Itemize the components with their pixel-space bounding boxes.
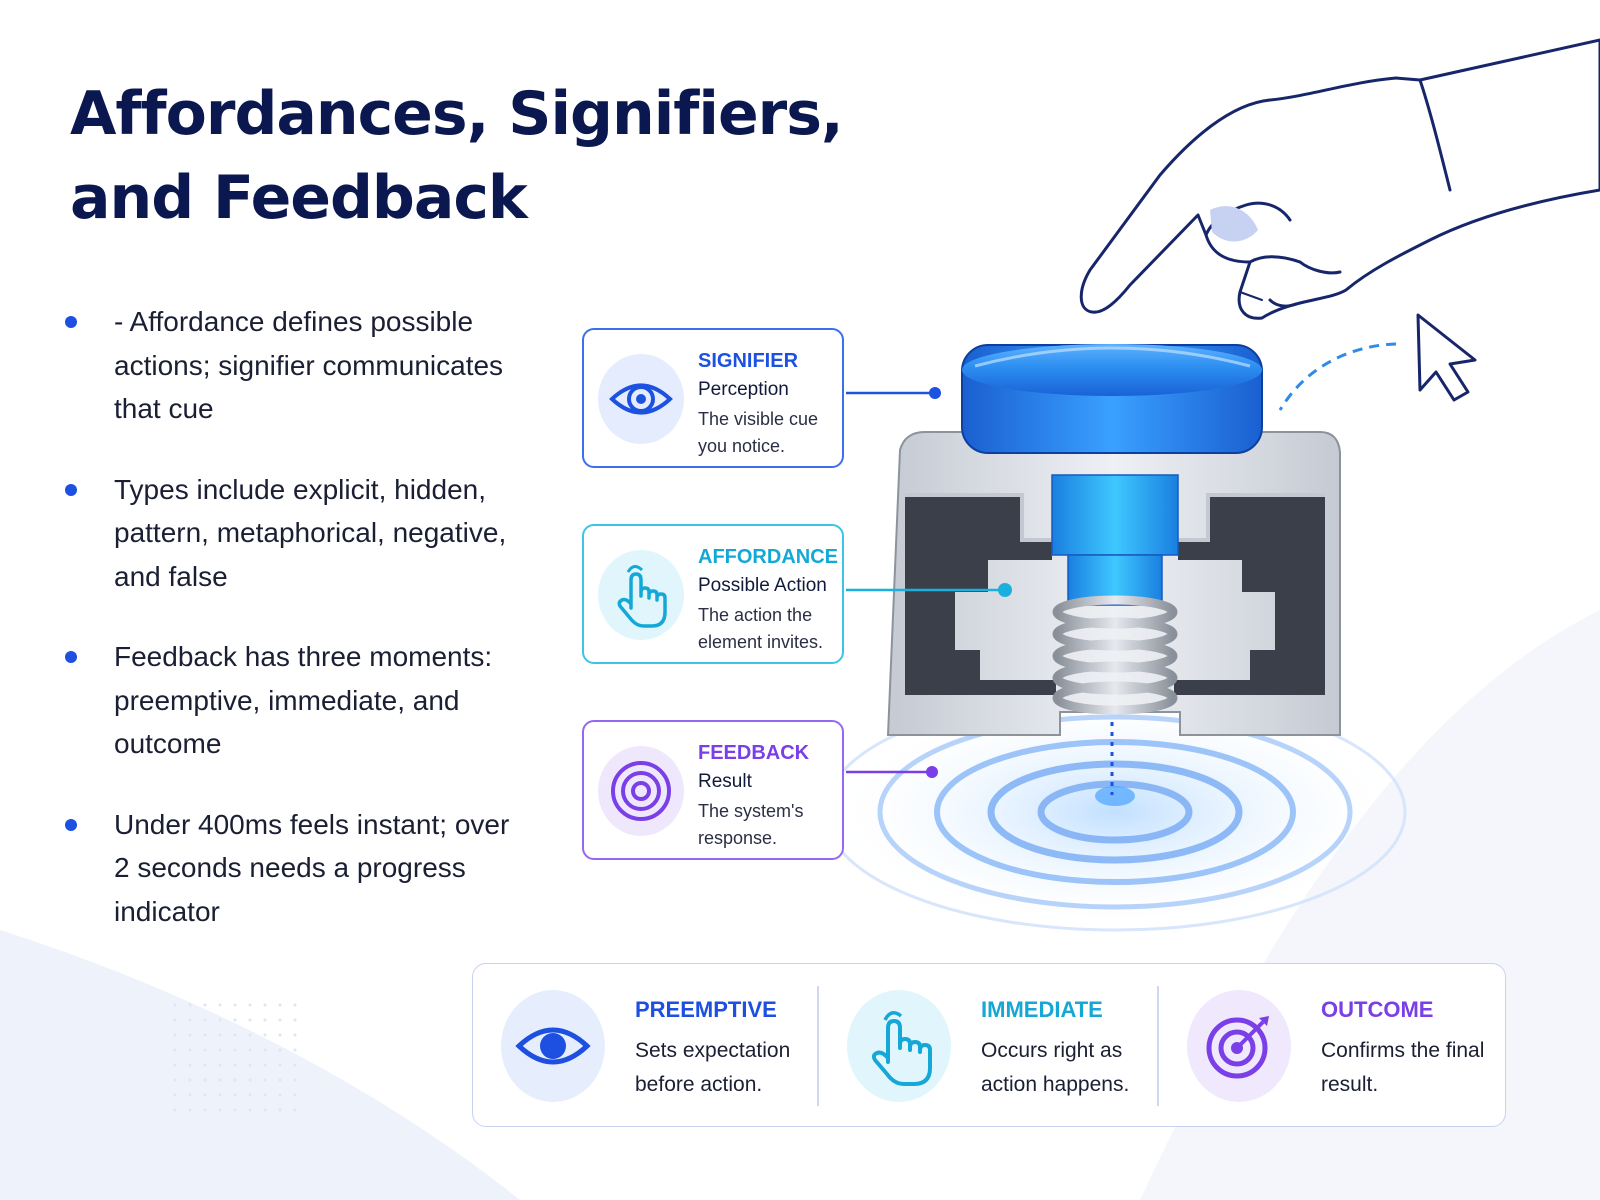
phase-divider — [817, 986, 819, 1106]
bullet-dot — [65, 483, 77, 496]
phase-description: Occurs right as action happens. — [981, 1039, 1130, 1096]
phase-description: Confirms the final result. — [1321, 1039, 1485, 1096]
bullet-text: Under 400ms feels instant; over 2 second… — [114, 808, 510, 927]
phase-description: Sets expectation before action. — [635, 1039, 791, 1096]
bullet-dot — [65, 316, 77, 328]
bullet-item: Feedback has three moments: preemptive, … — [62, 635, 532, 766]
hand-pointer — [1079, 38, 1600, 320]
signifier-description: The visible cue you notice. — [698, 409, 819, 456]
bullet-text: Types include explicit, hidden, pattern,… — [114, 473, 507, 592]
feedback-keyword: FEEDBACK — [698, 742, 810, 764]
bullet-item: Types include explicit, hidden, pattern,… — [62, 468, 532, 599]
affordance-keyword: AFFORDANCE — [698, 546, 838, 568]
page-title: Affordances, Signifiers, and Feedback — [70, 72, 844, 240]
button-cap — [961, 344, 1263, 454]
signifier-callout: SIGNIFIER Perception The visible cue you… — [582, 328, 844, 468]
cursor-arrow-icon — [1278, 313, 1477, 411]
bullet-dot — [65, 818, 77, 831]
phase-preemptive: PREEMPTIVE Sets expectation before actio… — [473, 964, 813, 1128]
affordance-description: The action the element invites. — [698, 605, 824, 652]
phase-keyword: IMMEDIATE — [981, 997, 1103, 1022]
affordance-subtitle: Possible Action — [698, 575, 827, 596]
spring — [1052, 595, 1178, 715]
target-rings-icon — [598, 746, 684, 836]
phase-outcome: OUTCOME Confirms the final result. — [1159, 964, 1499, 1128]
phase-keyword: PREEMPTIVE — [635, 997, 777, 1022]
feedback-callout: FEEDBACK Result The system's response. — [582, 720, 844, 860]
bullet-list: - Affordance defines possible actions; s… — [62, 300, 532, 970]
affordance-callout: AFFORDANCE Possible Action The action th… — [582, 524, 844, 664]
signifier-keyword: SIGNIFIER — [698, 350, 799, 372]
bullet-dot — [65, 651, 77, 663]
tap-hand-icon — [598, 550, 684, 640]
eye-icon — [501, 990, 605, 1102]
tap-hand-icon — [847, 990, 951, 1102]
bullet-item: Under 400ms feels instant; over 2 second… — [62, 803, 532, 934]
feedback-description: The system's response. — [698, 801, 804, 848]
phase-immediate: IMMEDIATE Occurs right as action happens… — [819, 964, 1159, 1128]
phase-divider — [1157, 986, 1159, 1106]
button-stem — [1051, 474, 1179, 606]
feedback-phases-panel: PREEMPTIVE Sets expectation before actio… — [472, 963, 1506, 1127]
page-title-line-1: Affordances, Signifiers, — [70, 79, 844, 149]
page-title-line-2: and Feedback — [70, 163, 528, 233]
bullet-text: - Affordance defines possible actions; s… — [114, 306, 504, 424]
target-arrow-icon — [1187, 990, 1291, 1102]
signifier-subtitle: Perception — [698, 379, 789, 400]
ripple-rings — [823, 692, 1407, 932]
eye-icon — [598, 354, 684, 444]
callout-connectors — [846, 387, 1012, 778]
bullet-item: - Affordance defines possible actions; s… — [62, 300, 532, 431]
phase-keyword: OUTCOME — [1321, 997, 1434, 1022]
bullet-text: Feedback has three moments: preemptive, … — [114, 641, 493, 759]
feedback-subtitle: Result — [698, 771, 752, 792]
